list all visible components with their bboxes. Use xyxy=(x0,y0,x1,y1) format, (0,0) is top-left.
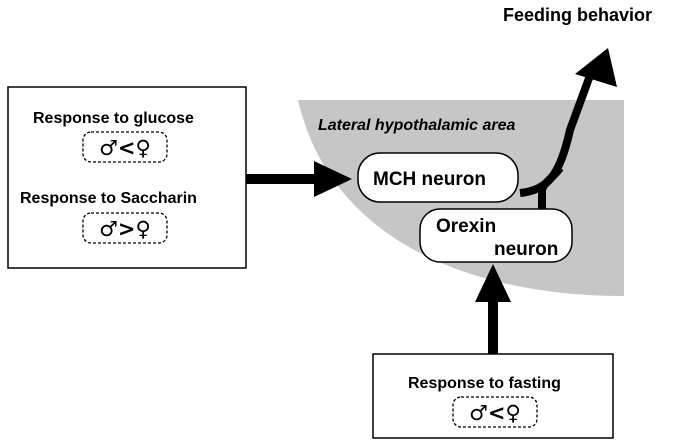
arrow-orexin-branch xyxy=(538,165,564,213)
arrowhead-orexin xyxy=(475,264,511,302)
saccharin-relation-frame xyxy=(82,212,168,244)
saccharin-relation: ♂>♀ xyxy=(99,217,151,241)
glucose-relation: ♂<♀ xyxy=(99,136,151,160)
orexin-neuron-label-line2: neuron xyxy=(494,239,558,260)
glucose-response-title: Response to glucose xyxy=(33,110,194,127)
fasting-relation-frame xyxy=(452,396,538,428)
orexin-neuron-box xyxy=(419,208,573,263)
mch-neuron-label: MCH neuron xyxy=(373,169,486,190)
fasting-relation: ♂<♀ xyxy=(469,401,521,425)
arrowhead-feeding xyxy=(575,48,617,87)
feeding-behavior-label: Feeding behavior xyxy=(503,5,652,25)
mch-neuron-box xyxy=(357,152,519,203)
glucose-relation-frame xyxy=(82,131,168,163)
arrowhead-mch xyxy=(314,161,352,197)
orexin-neuron-label-line1: Orexin xyxy=(436,216,496,237)
fasting-response-title: Response to fasting xyxy=(408,375,561,392)
saccharin-response-title: Response to Saccharin xyxy=(20,190,197,207)
region-label: Lateral hypothalamic area xyxy=(318,117,516,134)
